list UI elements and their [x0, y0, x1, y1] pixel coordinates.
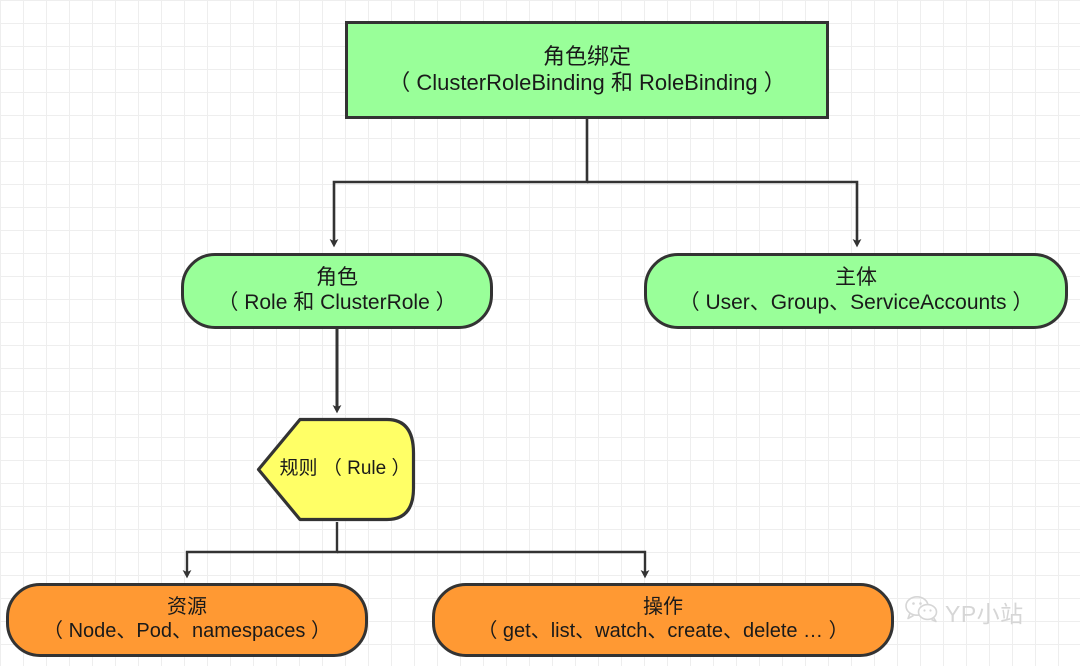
- node-resource[interactable]: 资源 （ Node、Pod、namespaces ）: [6, 583, 368, 657]
- edge-rolebinding-to-subject: [587, 180, 862, 248]
- edge-rule-to-verbs: [337, 550, 650, 579]
- node-verbs[interactable]: 操作 （ get、list、watch、create、delete … ）: [432, 583, 894, 657]
- edge-rolebinding-to-role: [329, 119, 589, 248]
- node-role-binding-line2: （ ClusterRoleBinding 和 RoleBinding ）: [388, 70, 786, 95]
- node-verbs-line2: （ get、list、watch、create、delete … ）: [477, 620, 849, 642]
- wechat-icon: [905, 595, 939, 629]
- node-subject-line2: （ User、Group、ServiceAccounts ）: [678, 291, 1034, 314]
- node-role-binding-line1: 角色绑定: [542, 44, 631, 70]
- node-role-line2: （ Role 和 ClusterRole ）: [217, 291, 457, 314]
- node-role-line1: 角色: [316, 266, 358, 290]
- watermark: YP小站: [905, 595, 1024, 629]
- node-rule-shape: [256, 417, 416, 522]
- node-resource-line2: （ Node、Pod、namespaces ）: [43, 620, 331, 642]
- node-rule-line1: 规则: [279, 458, 318, 480]
- node-subject[interactable]: 主体 （ User、Group、ServiceAccounts ）: [644, 253, 1068, 329]
- watermark-text: YP小站: [945, 601, 1024, 627]
- node-role-binding[interactable]: 角色绑定 （ ClusterRoleBinding 和 RoleBinding …: [345, 21, 829, 119]
- node-rule-line2: （ Rule ）: [322, 458, 411, 480]
- node-subject-line1: 主体: [835, 266, 877, 290]
- node-rule[interactable]: 规则 （ Rule ）: [256, 417, 416, 522]
- node-resource-line1: 资源: [167, 596, 207, 619]
- node-role[interactable]: 角色 （ Role 和 ClusterRole ）: [181, 253, 493, 329]
- edge-rule-to-resource: [182, 522, 339, 579]
- node-verbs-line1: 操作: [643, 596, 683, 619]
